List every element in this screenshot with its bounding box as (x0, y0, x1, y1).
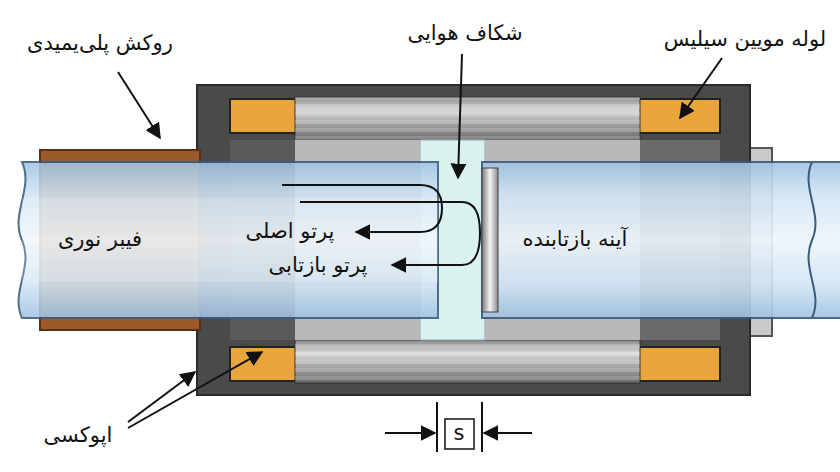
part-label: فیبر نوری (58, 227, 142, 252)
beam-label: پرتو اصلی (246, 219, 335, 244)
part-label: روکش پلی‌یمیدی (27, 31, 173, 56)
leader-line (118, 72, 160, 138)
capillary-tube (295, 97, 640, 140)
leader-line (458, 54, 462, 178)
dimension-line (436, 402, 438, 452)
dimension-line (385, 432, 435, 434)
leader-line (128, 372, 195, 422)
dimension-line (481, 402, 483, 452)
mirror-face (482, 168, 498, 312)
dimension-box (445, 419, 474, 449)
dimension-label: s (454, 421, 465, 446)
leader-line (128, 352, 262, 428)
dimension-line (484, 432, 532, 434)
capillary-tube (295, 340, 640, 383)
part-label: آینه بازتابنده (523, 227, 628, 252)
part-label: اپوکسی (44, 423, 113, 448)
part-label: شکاف هوایی (407, 21, 522, 46)
mirror-fiber (482, 162, 840, 318)
part-label: لوله مویین سیلیس (664, 27, 827, 52)
beam-label: پرتو بازتابی (269, 253, 368, 278)
leader-line (680, 58, 722, 118)
